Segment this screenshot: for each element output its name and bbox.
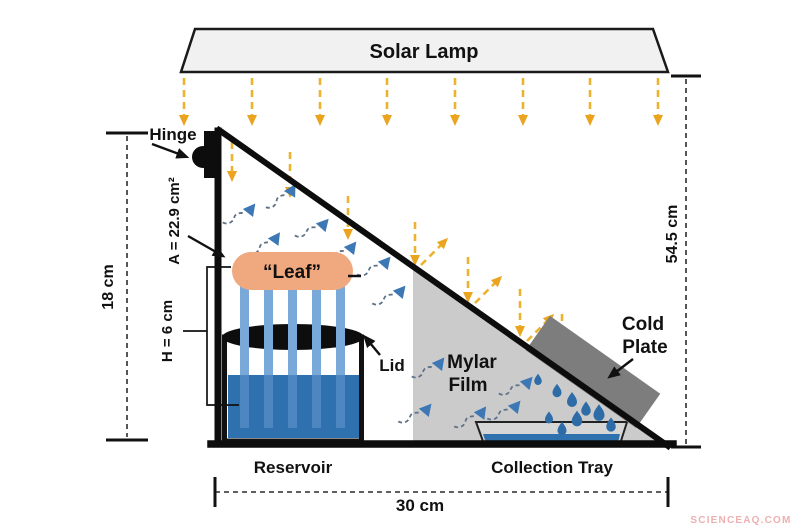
dimension-left-height: 18 cm: [100, 131, 148, 442]
hinge-label: Hinge: [149, 125, 196, 144]
mylar-film-label-line2: Film: [448, 375, 487, 396]
solar-lamp-body: [179, 27, 670, 74]
hinge: [192, 131, 219, 178]
dimension-base-width: 30 cm: [213, 477, 670, 515]
dimension-right-height: 54.5 cm: [664, 74, 701, 449]
wick-height-label: H = 6 cm: [159, 300, 176, 362]
wick-tube-submerged: [312, 375, 321, 428]
dimension-label-18cm: 18 cm: [100, 264, 117, 309]
reflected-ray-arrow: [526, 313, 555, 342]
wick-tube: [240, 283, 249, 375]
wick-tube-submerged: [240, 375, 249, 428]
sun-rays: [179, 78, 663, 126]
wick-tube: [288, 283, 297, 375]
leaf-area-label: A = 22.9 cm²: [166, 177, 183, 264]
wick-tube: [312, 283, 321, 375]
enclosure-frame: [207, 125, 677, 451]
leaf-area-pointer-arrow: [187, 234, 226, 258]
wick-tube-submerged: [336, 375, 345, 428]
lid-label: Lid: [379, 356, 405, 375]
wick-tube-submerged: [288, 375, 297, 428]
wick-height-bracket: [206, 266, 239, 406]
watermark: SCIENCEAQ.COM: [690, 515, 791, 526]
reservoir-label: Reservoir: [254, 458, 333, 477]
cold-plate-label-line2: Plate: [622, 337, 667, 358]
mylar-film-label-line1: Mylar: [447, 352, 497, 373]
wick-tube: [264, 283, 273, 375]
dimension-label-30cm: 30 cm: [396, 496, 444, 515]
dimension-label-54-5cm: 54.5 cm: [664, 205, 681, 264]
cold-plate-pointer-arrow: [607, 358, 634, 379]
hinge-pointer-arrow: [151, 142, 190, 159]
wick-tube: [336, 283, 345, 375]
solar-lamp-label: Solar Lamp: [370, 41, 479, 63]
callouts: Hinge A = 22.9 cm² H = 6 cm Lid Cold Pla…: [149, 125, 667, 477]
leaf-label: “Leaf”: [263, 262, 321, 283]
cold-plate: [525, 315, 661, 429]
reflected-ray-arrow: [420, 237, 449, 266]
collection-tray-label: Collection Tray: [491, 458, 613, 477]
lid-pointer-arrow: [362, 334, 381, 356]
reflected-ray-arrow: [474, 275, 503, 304]
solar-lamp: Solar Lamp: [179, 27, 670, 74]
wick-tube-submerged: [264, 375, 273, 428]
transmitted-rays: [227, 142, 567, 354]
vapor-arrow: [221, 193, 262, 236]
wick-tubes: [240, 283, 345, 428]
enclosure-hypotenuse-film: [214, 125, 673, 451]
reservoir: [222, 283, 364, 444]
artificial-leaf: “Leaf”: [232, 252, 361, 290]
vapor-arrow: [371, 275, 412, 318]
vapor-arrow: [293, 208, 335, 251]
cold-plate-label-line1: Cold: [622, 314, 664, 335]
hinge-pin: [192, 146, 214, 168]
leaf-body: [232, 252, 353, 290]
